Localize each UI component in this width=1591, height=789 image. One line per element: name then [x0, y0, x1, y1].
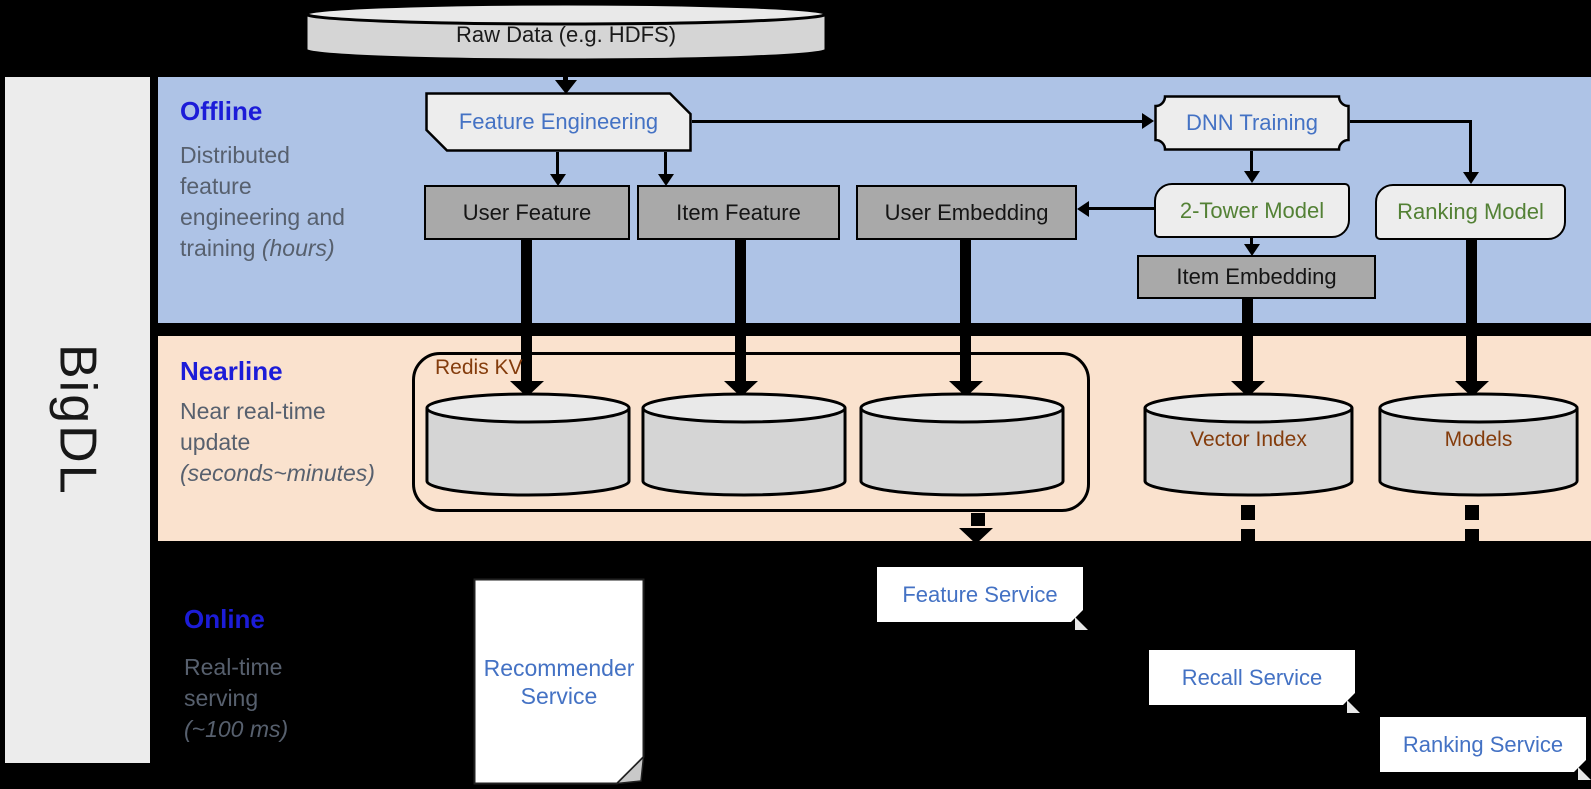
ranking-service-label: Ranking Service [1402, 731, 1564, 757]
node-ranking-model: Ranking Model [1375, 184, 1566, 240]
dnn-training-shape [1154, 95, 1350, 151]
models-label: Models [1444, 428, 1513, 451]
raw-data-label: Raw Data (e.g. HDFS) [455, 22, 677, 47]
recommender-document-shape [473, 578, 645, 785]
online-description: Real-time serving (~100 ms) [184, 652, 288, 745]
feature-engineering-shape [425, 92, 692, 152]
online-description-main: Real-time serving [184, 654, 283, 711]
offline-description-italic: (hours) [261, 235, 335, 261]
feature-engineering-label: Feature Engineering [458, 109, 659, 134]
recall-service-flap-icon [1347, 700, 1360, 713]
arrow-fe-to-userfeature-head [550, 174, 566, 186]
service-ranking: Ranking Service [1380, 717, 1591, 780]
redis-kv-group [412, 352, 1090, 512]
node-2-tower-model: 2-Tower Model [1154, 183, 1350, 238]
offline-description-main: Distributed feature engineering and trai… [180, 142, 345, 261]
arrow-fe-to-userfeature [556, 152, 559, 176]
redis-kv-label: Redis KV [435, 356, 523, 379]
nearline-description-italic: (seconds~minutes) [180, 460, 375, 486]
arrow-itemfeature-to-redis [735, 240, 746, 382]
vector-index-label: Vector Index [1190, 428, 1307, 451]
nearline-description: Near real-time update (seconds~minutes) [180, 396, 375, 489]
arrow-itemembedding-to-vectorindex [1242, 299, 1253, 382]
node-item-embedding: Item Embedding [1137, 255, 1376, 299]
feature-service-flap-icon [1075, 617, 1088, 630]
models-cylinder [1378, 392, 1579, 497]
arrow-dnn-to-2tower-head [1244, 171, 1260, 183]
arrow-fe-to-itemfeature [664, 152, 667, 176]
ranking-service-flap-icon [1578, 767, 1591, 780]
feature-service-label: Feature Service [902, 581, 1058, 607]
arrow-2tower-to-userembedding [1089, 207, 1154, 210]
recall-service-label: Recall Service [1181, 664, 1323, 690]
dashed-arrow-models-dash-2 [1465, 529, 1479, 541]
nearline-description-main: Near real-time update [180, 398, 326, 455]
offline-title: Offline [180, 96, 263, 126]
node-item-feature: Item Feature [637, 185, 840, 240]
arrow-2tower-to-itemembedding [1250, 238, 1253, 246]
node-dnn-training: DNN Training [1154, 95, 1350, 151]
service-feature: Feature Service [877, 567, 1088, 630]
arrow-2tower-to-userembedding-head [1077, 201, 1089, 217]
arrow-fe-to-dnn-head [1142, 113, 1154, 129]
vector-index-cylinder [1143, 392, 1354, 497]
recommender-service-label: Recommender Service [483, 654, 635, 709]
dashed-arrow-models-dash-1 [1465, 505, 1479, 520]
nearline-title: Nearline [180, 356, 283, 386]
redis-cylinder-2 [641, 392, 847, 497]
redis-cylinder-3 [859, 392, 1065, 497]
raw-data-cylinder: Raw Data (e.g. HDFS) [303, 2, 829, 64]
dashed-arrow-vectorindex-dash-1 [1241, 505, 1255, 520]
node-user-feature: User Feature [424, 185, 630, 240]
arrow-2tower-to-itemembedding-head [1244, 244, 1260, 256]
arrow-rankingmodel-to-models [1466, 240, 1477, 382]
doc-recommender-service: Recommender Service [473, 578, 645, 785]
dashed-arrow-vectorindex-dash-2 [1241, 529, 1255, 541]
arrow-dnn-to-2tower [1250, 151, 1253, 173]
arrow-dnn-to-ranking-v [1469, 120, 1472, 173]
dashed-arrow-redis-to-featureservice-dash [971, 513, 985, 526]
bigdl-sidebar: BigDL [5, 77, 150, 763]
node-feature-engineering: Feature Engineering [425, 92, 692, 152]
arrow-dnn-to-ranking-h [1350, 120, 1471, 123]
arrow-userfeature-to-redis [521, 240, 532, 382]
arrow-rawdata-to-fe-head [555, 80, 577, 94]
dnn-training-label: DNN Training [1185, 110, 1319, 135]
node-user-embedding: User Embedding [856, 185, 1077, 240]
dashed-arrow-redis-to-featureservice-head [959, 528, 993, 544]
service-recall: Recall Service [1149, 650, 1360, 713]
arrow-rawdata-to-fe [563, 62, 568, 82]
arrow-userembedding-to-redis [960, 240, 971, 382]
arrow-dnn-to-ranking-head [1463, 172, 1479, 184]
online-description-italic: (~100 ms) [184, 716, 289, 742]
offline-description: Distributed feature engineering and trai… [180, 140, 345, 264]
arrow-fe-to-itemfeature-head [658, 174, 674, 186]
redis-cylinder-1 [425, 392, 631, 497]
arrow-fe-to-dnn [692, 120, 1142, 123]
raw-data-cylinder-shape [304, 2, 828, 62]
bigdl-label: BigDL [48, 344, 107, 496]
online-title: Online [184, 604, 265, 634]
